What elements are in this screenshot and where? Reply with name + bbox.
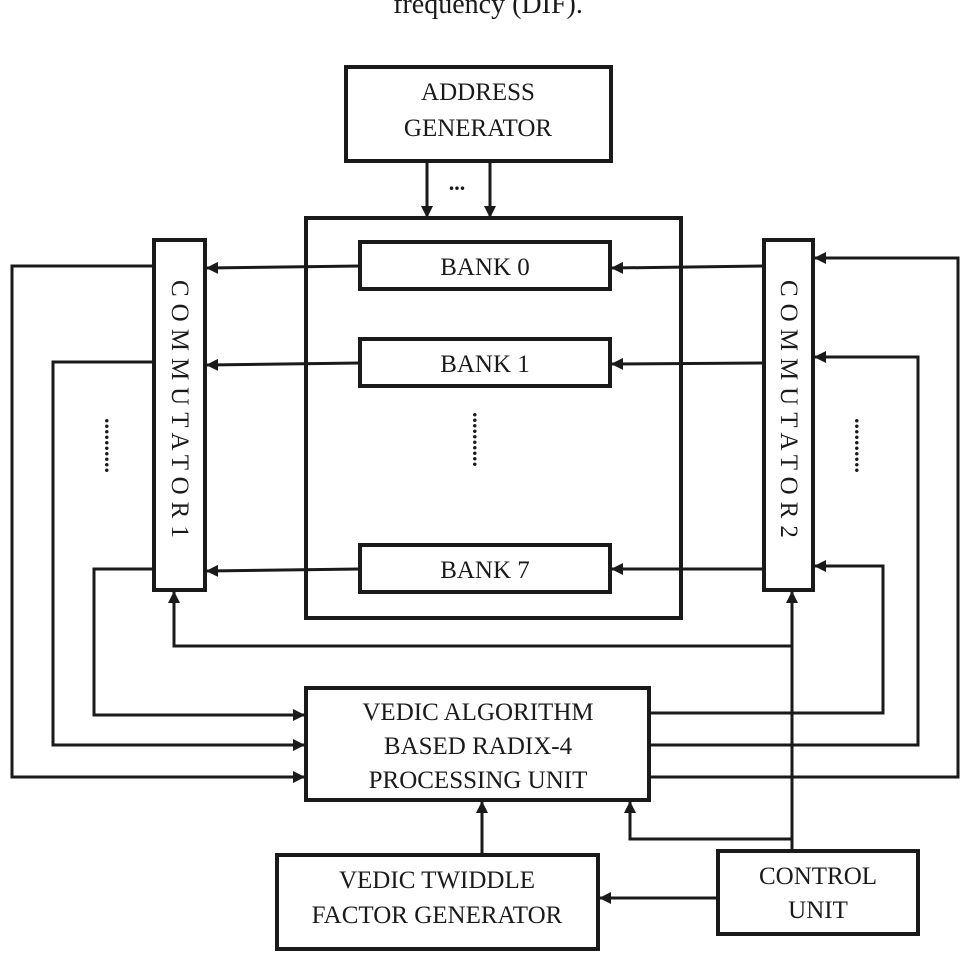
control-to-processing-unit-arrow [624,801,792,841]
bank-7-to-commutator-1-arrow [206,564,361,577]
address-generator-label-line1: ADDRESS [421,79,535,106]
bank-1-to-commutator-1-arrow [206,358,361,371]
banks-ellipsis: .......... [468,412,493,467]
processing-unit-block: VEDIC ALGORITHM BASED RADIX-4 PROCESSING… [304,686,651,802]
bank-1-block: BANK 1 [358,337,612,388]
bank-7-block: BANK 7 [358,543,612,594]
control-unit-block: CONTROL UNIT [716,849,920,936]
bank-0-to-commutator-1-arrow [206,261,361,274]
commutator-2-to-bank-1-arrow [611,357,765,370]
control-to-commutator-1-arrow [168,591,792,648]
commutator-1-block: COMMUTATOR1 [152,238,207,592]
control-unit-label-line2: UNIT [788,897,848,924]
processing-unit-label-line2: BASED RADIX-4 [384,733,573,760]
address-generator-block: ADDRESS GENERATOR [344,65,613,163]
commutator-2-label: COMMUTATOR2 [775,280,802,545]
processing-out-to-commutator-2-0-arrow [649,252,960,779]
commutator-2-ellipsis: .......... [850,418,875,473]
bank-0-block: BANK 0 [358,240,612,291]
commutator-1-out-1-arrow [51,360,305,751]
processing-out-to-commutator-2-7-arrow [649,560,885,715]
commutator-1-out-0-arrow [10,264,305,783]
commutator-1-label: COMMUTATOR1 [166,280,193,545]
connections [10,161,960,904]
commutator-2-block: COMMUTATOR2 [762,238,815,592]
bank-1-label: BANK 1 [440,351,530,378]
address-generator-label-line2: GENERATOR [404,115,552,142]
commutator-1-out-7-arrow [92,567,305,721]
figure-caption: frequency (DIF). [393,0,583,20]
bank-7-label: BANK 7 [440,557,530,584]
address-bus-ellipsis: ... [449,170,466,195]
commutator-2-to-bank-0-arrow [611,261,765,274]
processing-unit-label-line1: VEDIC ALGORITHM [362,699,593,726]
processing-unit-label-line3: PROCESSING UNIT [369,767,588,794]
twiddle-factor-generator-block: VEDIC TWIDDLE FACTOR GENERATOR [275,853,600,951]
twiddle-generator-label-line2: FACTOR GENERATOR [312,902,563,929]
processing-out-to-commutator-2-1-arrow [649,351,920,747]
commutator-1-ellipsis: .......... [100,418,125,473]
control-unit-label-line1: CONTROL [759,863,877,890]
bank-0-label: BANK 0 [440,254,530,281]
twiddle-generator-label-line1: VEDIC TWIDDLE [339,867,535,894]
